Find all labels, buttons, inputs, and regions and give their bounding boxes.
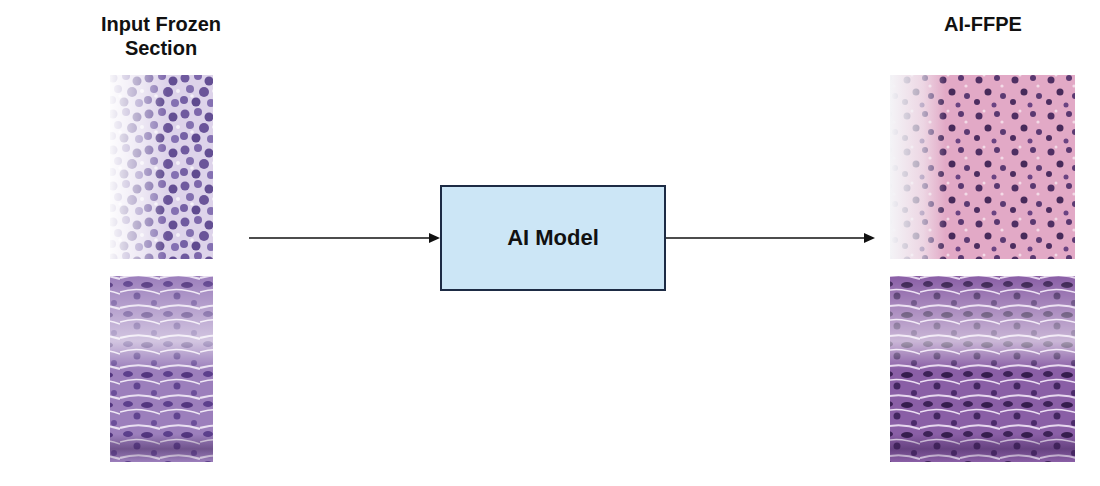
process-box: AI Model — [440, 185, 666, 291]
flow-arrow — [666, 233, 875, 243]
flow-arrow — [249, 233, 440, 243]
column-heading: AI-FFPE — [875, 12, 1091, 36]
image-column: AI-FFPE — [875, 12, 1091, 464]
column-heading: Input Frozen Section — [73, 12, 249, 60]
image-column: Input Frozen Section — [73, 12, 249, 464]
box-label: AI Model — [507, 225, 599, 251]
